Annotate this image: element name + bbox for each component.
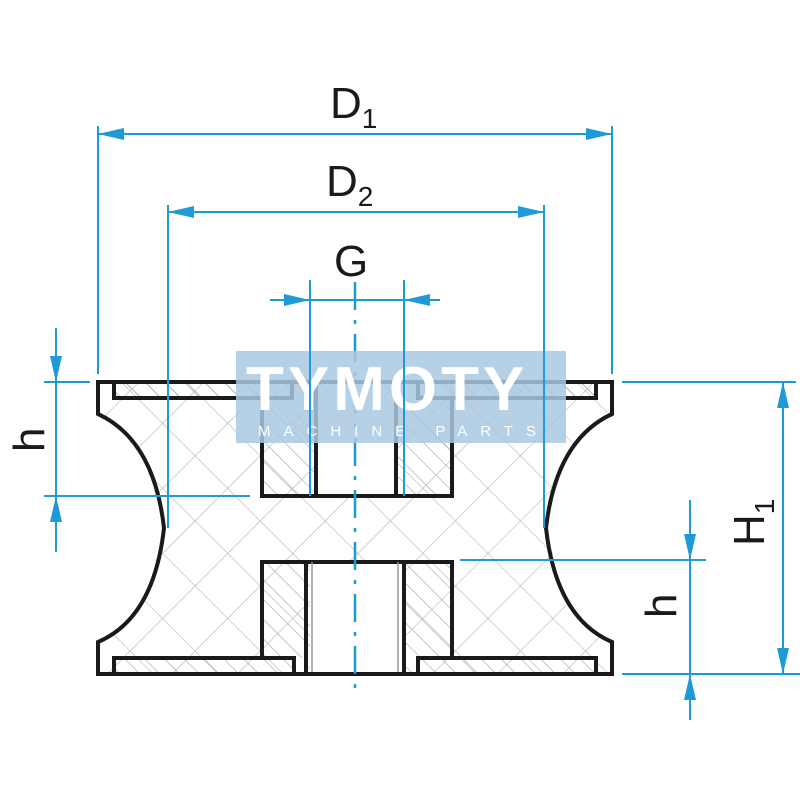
dimension-h-right: h — [460, 500, 800, 720]
dimension-h-left: h — [5, 328, 250, 552]
svg-text:D2: D2 — [326, 157, 373, 212]
dimension-d2: D2 — [167, 157, 545, 528]
d2-subscript: 2 — [358, 181, 374, 212]
dimension-h1: H1 — [622, 381, 796, 674]
g-label: G — [334, 237, 368, 286]
watermark: TYMOTY MACHINE PARTS — [236, 351, 566, 443]
h1-label: H — [725, 514, 774, 546]
h1-subscript: 1 — [749, 499, 780, 515]
h-left-label: h — [5, 428, 54, 452]
d2-label: D — [326, 157, 358, 206]
svg-text:H1: H1 — [725, 499, 780, 546]
dimension-d1: D1 — [97, 79, 613, 374]
h-right-label: h — [637, 594, 686, 618]
d1-label: D — [330, 79, 362, 128]
d1-subscript: 1 — [362, 103, 378, 134]
dimension-g: G — [270, 237, 440, 496]
watermark-brand: TYMOTY — [246, 355, 528, 424]
svg-text:D1: D1 — [330, 79, 377, 134]
watermark-tagline: MACHINE PARTS — [258, 423, 549, 440]
